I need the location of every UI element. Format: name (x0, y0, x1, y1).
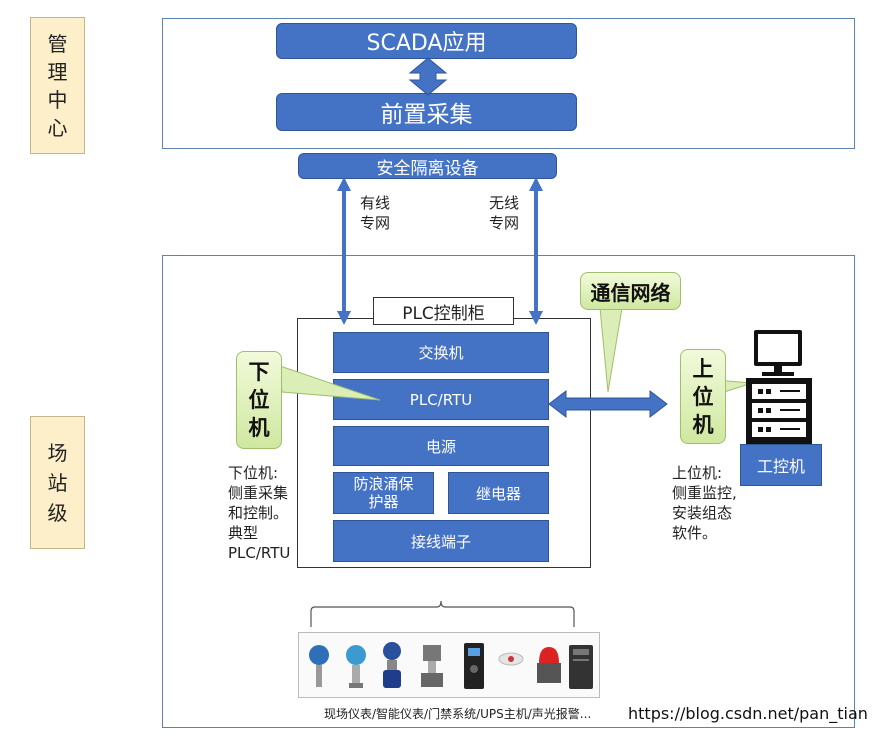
smart-meter-icon (346, 645, 366, 688)
power-box: 电源 (333, 426, 549, 466)
level-char: 级 (47, 500, 68, 525)
server-rack-icon (746, 378, 812, 444)
switch-box: 交换机 (333, 332, 549, 373)
flow-meter-icon (383, 642, 401, 688)
isolation-box: 安全隔离设备 (298, 153, 557, 179)
plc-cabinet-title: PLC控制柜 (373, 297, 514, 325)
level-char: 场 (47, 440, 68, 465)
alarm-light-icon (537, 647, 561, 683)
level-management-center: 管 理 中 心 (30, 17, 85, 154)
surge-protector-box: 防浪涌保 护器 (333, 472, 434, 514)
devices-caption: 现场仪表/智能仪表/门禁系统/UPS主机/声光报警... (324, 707, 592, 721)
wired-label: 有线 专网 (360, 194, 391, 232)
field-devices-panel (298, 632, 600, 698)
plc-upper-arrow (548, 389, 668, 419)
plc-rtu-box: PLC/RTU (333, 379, 549, 420)
smoke-detector-icon (498, 652, 524, 666)
pre-collect-box: 前置采集 (276, 93, 577, 131)
network-callout: 通信网络 (580, 272, 681, 310)
access-control-icon (464, 643, 484, 689)
lower-machine-callout: 下 位 机 (236, 351, 282, 449)
scada-label: SCADA应用 (366, 31, 487, 56)
ipc-box: 工控机 (740, 444, 822, 486)
level-char: 管 (47, 31, 68, 56)
scada-collect-arrow (408, 57, 448, 96)
pre-collect-label: 前置采集 (380, 102, 473, 128)
ups-host-icon (569, 645, 593, 689)
level-char: 心 (47, 115, 68, 140)
management-frame (162, 18, 855, 149)
level-char: 中 (47, 87, 68, 112)
relay-box: 继电器 (448, 472, 549, 514)
watermark: https://blog.csdn.net/pan_tian (628, 704, 868, 723)
pressure-transmitter-icon (309, 645, 329, 687)
scada-box: SCADA应用 (276, 23, 577, 59)
level-char: 理 (47, 59, 68, 84)
lower-machine-note: 下位机: 侧重采集 和控制。 典型 PLC/RTU (228, 464, 291, 562)
monitor-icon (754, 330, 802, 376)
station-frame (162, 255, 855, 728)
terminal-box: 接线端子 (333, 520, 549, 562)
isolation-label: 安全隔离设备 (376, 158, 479, 179)
level-station: 场 站 级 (30, 416, 85, 549)
field-devices-icons (309, 642, 593, 689)
upper-machine-callout: 上 位 机 (680, 349, 726, 444)
level-char: 站 (47, 470, 68, 495)
upper-machine-note: 上位机: 侧重监控, 安装组态 软件。 (672, 464, 737, 542)
valve-actuator-icon (421, 645, 443, 687)
wireless-label: 无线 专网 (489, 194, 520, 232)
devices-bracket (310, 600, 575, 627)
